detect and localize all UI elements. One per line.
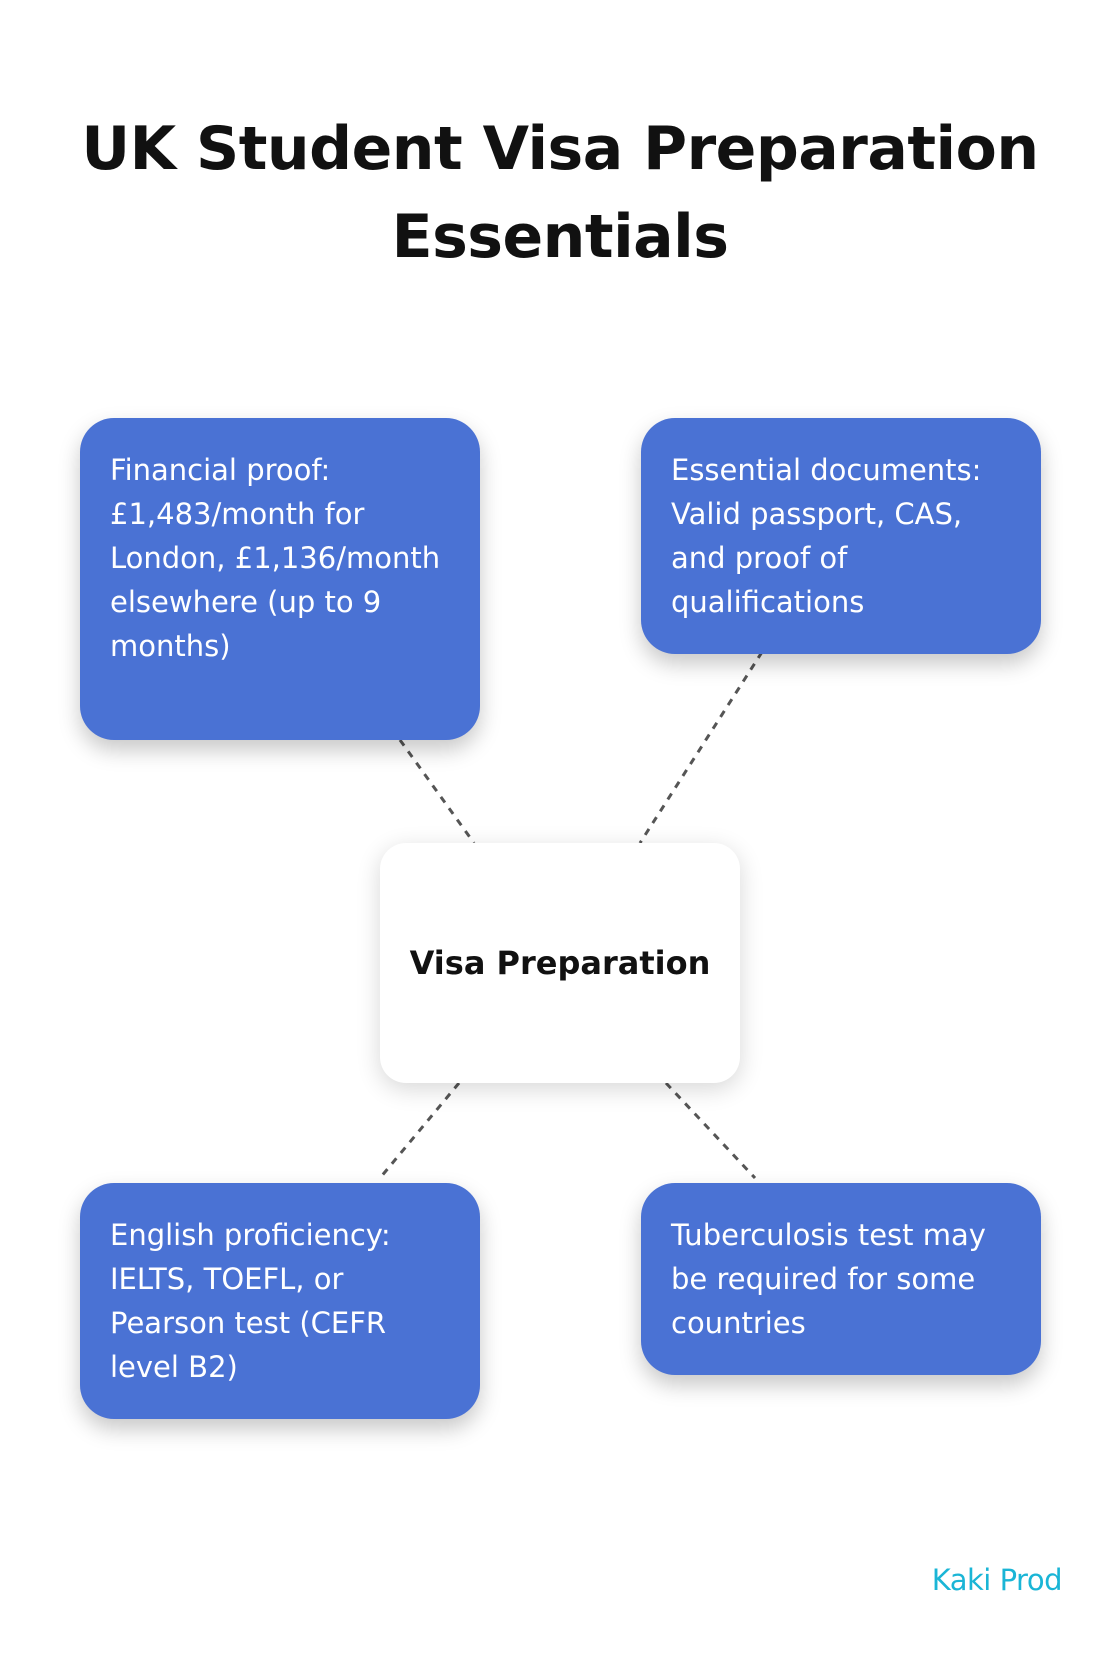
title-line-2: Essentials [391,202,729,272]
node-essential-documents: Essential documents: Valid passport, CAS… [641,418,1041,654]
node-financial-proof-text: Financial proof: £1,483/month for London… [110,453,441,663]
connector-financial [398,739,476,844]
node-financial-proof: Financial proof: £1,483/month for London… [80,418,480,740]
node-english-proficiency: English proficiency: IELTS, TOEFL, or Pe… [80,1183,480,1419]
title-line-1: UK Student Visa Preparation [81,114,1039,184]
node-tuberculosis-test: Tuberculosis test may be required for so… [641,1183,1041,1375]
node-english-proficiency-text: English proficiency: IELTS, TOEFL, or Pe… [110,1218,391,1384]
brand-logo: Kaki Prod [931,1563,1063,1597]
node-tuberculosis-test-text: Tuberculosis test may be required for so… [671,1218,986,1340]
connector-tuberculosis [664,1081,757,1180]
connector-english [378,1082,461,1179]
center-node: Visa Preparation [380,843,740,1083]
node-essential-documents-text: Essential documents: Valid passport, CAS… [671,453,982,619]
connector-documents [638,651,764,844]
center-node-label: Visa Preparation [409,944,711,982]
page-title: UK Student Visa Preparation Essentials [0,105,1120,281]
